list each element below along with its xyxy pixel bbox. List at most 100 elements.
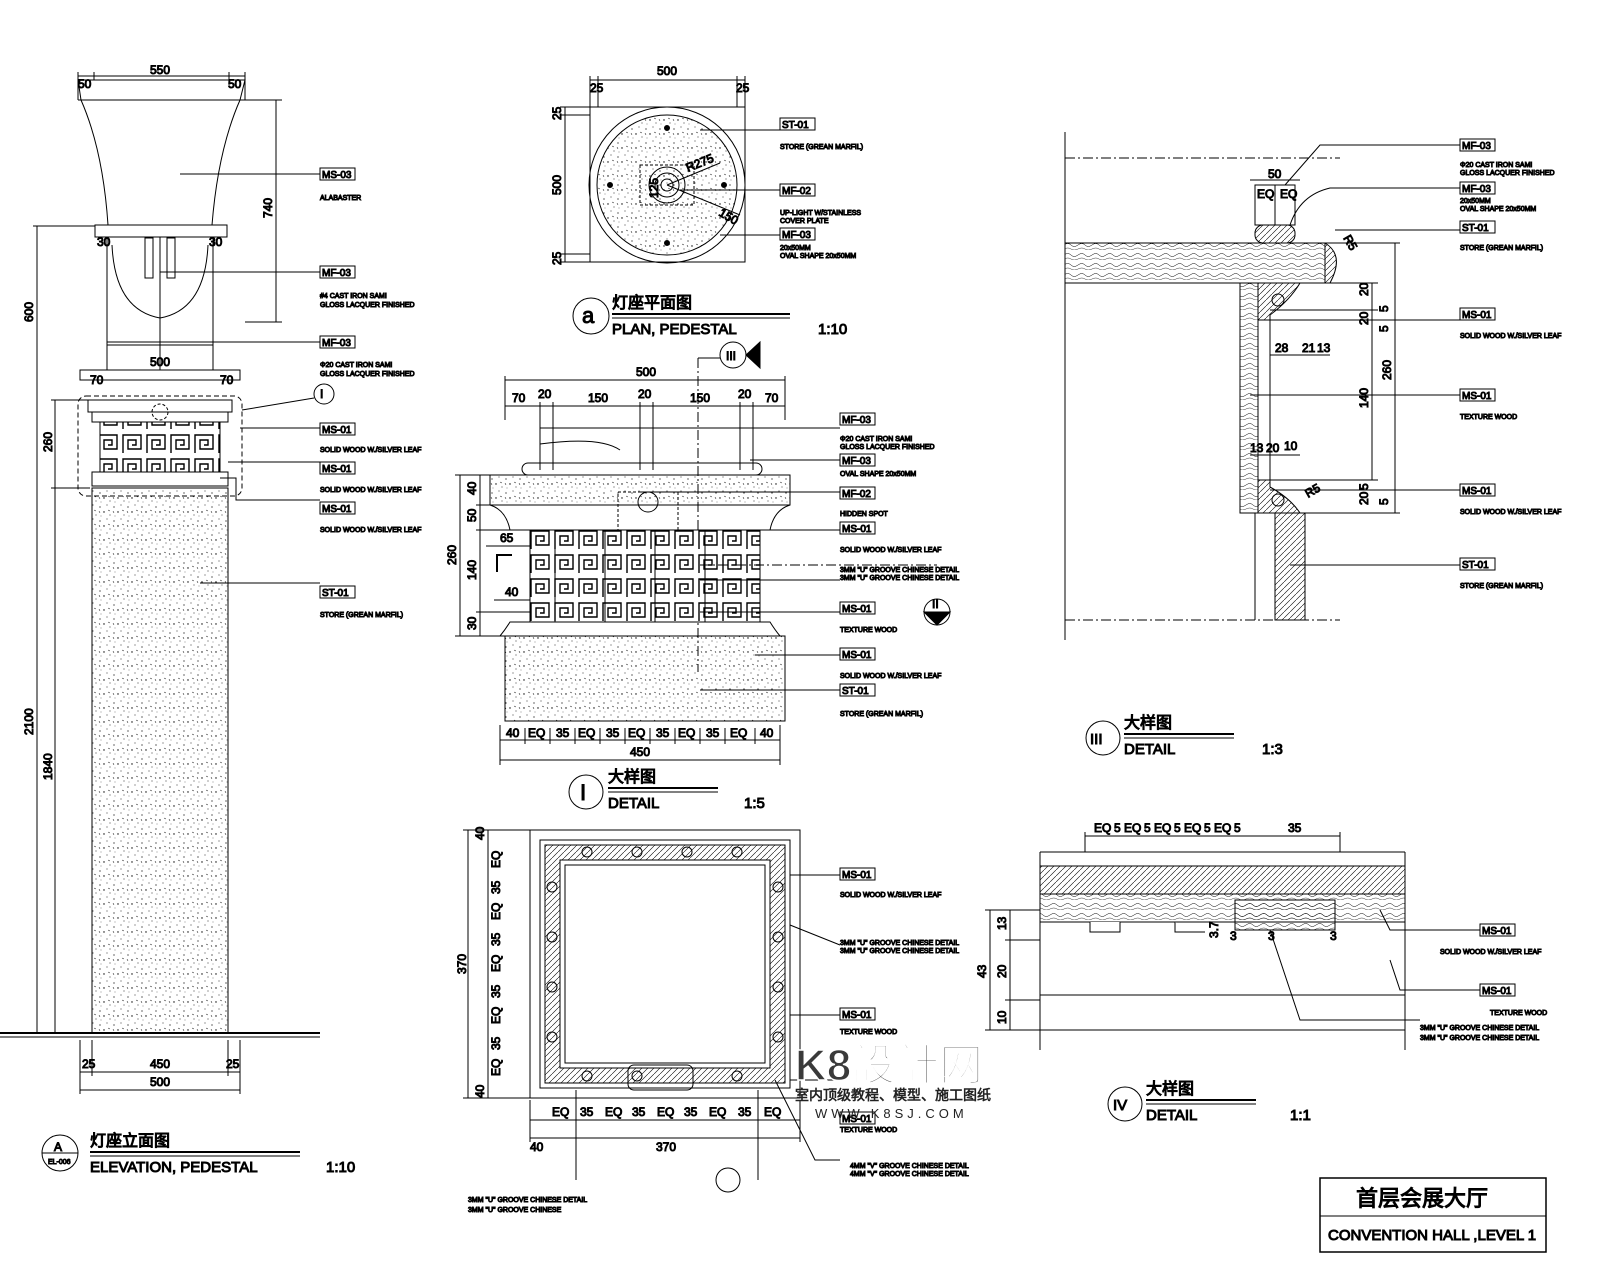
dim-i-40: 40 [505, 585, 519, 599]
label-groove-u-bottom: 3MM "U" GROOVE CHINESE DETAIL 3MM "U" GR… [468, 1197, 588, 1215]
svg-text:3MM "U" GROOVE CHINESE: 3MM "U" GROOVE CHINESE [468, 1207, 562, 1214]
svg-text:EQ: EQ [578, 726, 595, 740]
section-marker-iii: III [726, 349, 736, 363]
dim-iv-3a: 3 [1230, 929, 1237, 943]
dim-iii-50: 50 [1268, 167, 1282, 181]
dim-iv-43: 43 [975, 964, 989, 978]
svg-text:35: 35 [606, 726, 620, 740]
dim-a-2100: 2100 [22, 708, 36, 735]
svg-text:35: 35 [656, 726, 670, 740]
svg-text:SOLID WOOD W./SILVER LEAF: SOLID WOOD W./SILVER LEAF [320, 487, 421, 494]
label-ms01-detail-2: MS-01 SOLID WOOD W./SILVER LEAF [839, 647, 942, 681]
svg-text:35: 35 [489, 1036, 503, 1050]
svg-text:3MM "U" GROOVE CHINESE DETAIL: 3MM "U" GROOVE CHINESE DETAIL [1420, 1025, 1539, 1032]
dim-iii-21: 21 [1302, 341, 1316, 355]
svg-text:STORE (GREAN MARFIL): STORE (GREAN MARFIL) [1460, 583, 1543, 590]
dim-i-left-40: 40 [465, 481, 479, 495]
dim-a-740: 740 [261, 198, 275, 218]
svg-text:SOLID WOOD W./SILVER LEAF: SOLID WOOD W./SILVER LEAF [320, 447, 421, 454]
svg-text:EQ: EQ [1094, 821, 1111, 835]
svg-text:EQ: EQ [657, 1105, 674, 1119]
dim-iii-20b: 20 [1357, 311, 1371, 325]
detail-i-drawing: III II 500 70 [445, 340, 960, 813]
svg-text:MF-03: MF-03 [322, 338, 351, 349]
svg-text:EQ: EQ [764, 1105, 781, 1119]
svg-text:灯座平面图: 灯座平面图 [612, 294, 692, 312]
svg-text:1:10: 1:10 [326, 1159, 355, 1176]
svg-text:ST-01: ST-01 [1462, 223, 1489, 234]
svg-text:OVAL SHAPE 20x50MM: OVAL SHAPE 20x50MM [780, 253, 856, 260]
label-ms03-elev: MS-03 ALABASTER [319, 167, 362, 203]
svg-text:35: 35 [684, 1105, 698, 1119]
dim-a-70r: 70 [220, 373, 234, 387]
svg-text:MS-01: MS-01 [1482, 986, 1512, 997]
label-mf03-cast20-elev: MF-03 Φ20 CAST IRON SAMI GLOSS LACQUER F… [319, 335, 415, 379]
dim-a-bot-450: 450 [150, 1057, 170, 1071]
dim-i-left-30: 30 [465, 616, 479, 630]
dim-iii-5a: 5 [1377, 305, 1391, 312]
svg-text:GLOSS LACQUER FINISHED: GLOSS LACQUER FINISHED [320, 302, 415, 309]
svg-text:MS-01: MS-01 [842, 524, 872, 535]
svg-text:SOLID WOOD W./SILVER LEAF: SOLID WOOD W./SILVER LEAF [1460, 333, 1561, 340]
svg-text:EQ: EQ [489, 1059, 503, 1076]
svg-text:PLAN, PEDESTAL: PLAN, PEDESTAL [612, 321, 737, 338]
dim-i-row-0: 70 [512, 391, 526, 405]
svg-text:MS-01: MS-01 [1462, 310, 1492, 321]
label-st01-elev: ST-01 STORE (GREAN MARFIL) [319, 585, 404, 620]
plan-pedestal-drawing: R275 125 150 25 500 25 25 500 25 ST-01 S… [550, 64, 864, 339]
dim-i-65: 65 [500, 531, 514, 545]
title-block-cn: 首层会展大厅 [1356, 1186, 1488, 1211]
dim-a-top-550: 550 [150, 63, 170, 77]
svg-text:SOLID WOOD W./SILVER LEAF: SOLID WOOD W./SILVER LEAF [840, 547, 941, 554]
label-groove-u-sq: 3MM "U" GROOVE CHINESE DETAIL 3MM "U" GR… [840, 940, 960, 956]
svg-text:TEXTURE WOOD: TEXTURE WOOD [1460, 414, 1517, 421]
label-ms01-iii-2: MS-01 SOLID WOOD W./SILVER LEAF [1459, 483, 1562, 517]
svg-text:4MM "V" GROOVE CHINESE DETAIL: 4MM "V" GROOVE CHINESE DETAIL [850, 1163, 969, 1170]
svg-text:EQ: EQ [678, 726, 695, 740]
svg-text:MS-01: MS-01 [842, 870, 872, 881]
dim-i-row-4: 150 [690, 391, 710, 405]
svg-text:20x50MM: 20x50MM [780, 245, 811, 252]
dim-iv-35: 35 [1288, 821, 1302, 835]
dim-iv-10: 10 [995, 1010, 1009, 1024]
dim-i-row-3: 20 [638, 387, 652, 401]
svg-text:IV: IV [1113, 1097, 1127, 1114]
svg-text:ST-01: ST-01 [782, 120, 809, 131]
dim-iii-13b: 13 [1250, 441, 1264, 455]
label-groove-v-sq: 4MM "V" GROOVE CHINESE DETAIL 4MM "V" GR… [850, 1163, 970, 1179]
label-mf03-oval-iii: MF-03 20x50MM OVAL SHAPE 20x50MM [1459, 181, 1537, 214]
label-ms01-texture-sq-2: MS-01 TEXTURE WOOD [839, 1111, 898, 1135]
svg-text:SOLID WOOD W./SILVER LEAF: SOLID WOOD W./SILVER LEAF [1460, 509, 1561, 516]
svg-text:MS-01: MS-01 [842, 1010, 872, 1021]
dim-iv-20: 20 [995, 964, 1009, 978]
svg-text:5: 5 [1204, 821, 1211, 835]
svg-text:EL-006: EL-006 [48, 1159, 71, 1166]
svg-text:EQ: EQ [552, 1105, 569, 1119]
dim-i-left-260: 260 [445, 545, 459, 565]
svg-text:Φ20 CAST IRON SAMI: Φ20 CAST IRON SAMI [840, 436, 912, 443]
svg-text:40: 40 [506, 726, 520, 740]
svg-text:1:5: 1:5 [744, 795, 765, 812]
label-mf03-cast-elev: MF-03 #4 CAST IRON SAMI GLOSS LACQUER FI… [319, 265, 415, 310]
svg-text:EQ: EQ [489, 903, 503, 920]
svg-text:TEXTURE WOOD: TEXTURE WOOD [840, 627, 897, 634]
dim-a-1840: 1840 [41, 753, 55, 780]
svg-text:5: 5 [1114, 821, 1121, 835]
svg-text:35: 35 [632, 1105, 646, 1119]
svg-text:UP-LIGHT W/STAINLESS: UP-LIGHT W/STAINLESS [780, 210, 861, 217]
label-mf03-oval-detail: MF-03 OVAL SHAPE 20x50MM [839, 453, 917, 479]
svg-text:MF-03: MF-03 [842, 415, 871, 426]
svg-text:5: 5 [1234, 821, 1241, 835]
dim-i-bottom-row: 40 EQ 35 EQ 35 EQ 35 EQ 35 EQ 40 [506, 726, 774, 744]
dim-sq-370v: 370 [455, 954, 469, 974]
svg-text:MS-01: MS-01 [322, 504, 352, 515]
dim-iii-5c: 5 [1357, 483, 1371, 490]
label-ms01-texture-sq-1: MS-01 TEXTURE WOOD [839, 1007, 898, 1037]
label-ms01-texture-iv: MS-01 TEXTURE WOOD [1479, 983, 1548, 1018]
watermark: K8設計网 室内顶级教程、模型、施工图纸 WWW.K8SJ.COM [794, 1040, 991, 1121]
svg-text:3MM "U" GROOVE CHINESE DETAIL: 3MM "U" GROOVE CHINESE DETAIL [1420, 1035, 1539, 1042]
svg-text:EQ: EQ [489, 1007, 503, 1024]
label-st01-plan: ST-01 STORE (GREAN MARFIL) [779, 117, 864, 152]
svg-text:TEXTURE WOOD: TEXTURE WOOD [840, 1029, 897, 1036]
dim-a-260: 260 [41, 432, 55, 452]
